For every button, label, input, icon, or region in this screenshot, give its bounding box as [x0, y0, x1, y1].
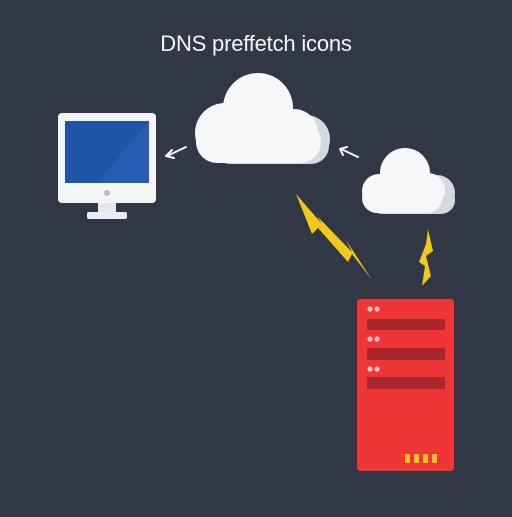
server-icon — [357, 299, 454, 471]
monitor-screen-shine — [97, 121, 149, 183]
server-led — [374, 366, 380, 372]
lightning-right-icon — [419, 229, 433, 286]
monitor-stand — [87, 212, 127, 219]
lightning-left-icon — [296, 194, 372, 280]
server-led — [374, 306, 380, 312]
monitor-icon — [58, 113, 156, 219]
server-slot — [367, 348, 445, 360]
monitor-power-light — [104, 190, 110, 196]
server-led — [367, 306, 373, 312]
server-led — [374, 336, 380, 342]
server-led — [367, 366, 373, 372]
small-cloud-icon — [362, 148, 455, 214]
server-port — [423, 454, 428, 463]
monitor-neck — [98, 203, 116, 213]
server-port — [405, 454, 410, 463]
server-led — [367, 336, 373, 342]
server-slot — [367, 319, 445, 330]
server-slot — [367, 377, 445, 389]
arrow-small-cloud-to-cloud — [339, 146, 359, 158]
server-port — [414, 454, 419, 463]
arrow-cloud-to-monitor — [165, 146, 187, 159]
diagram-title: DNS preffetch icons — [160, 31, 352, 56]
main-cloud-icon — [195, 73, 330, 164]
server-port — [432, 454, 437, 463]
